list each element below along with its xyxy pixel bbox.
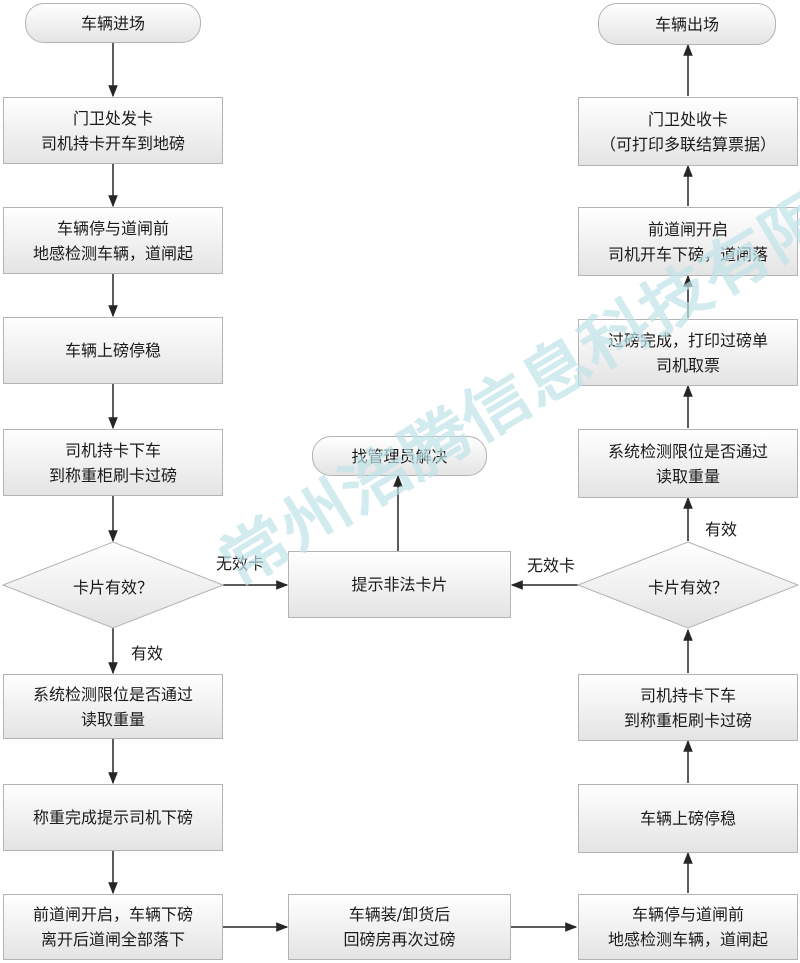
- check-line-1: 系统检测限位是否通过: [32, 684, 193, 704]
- issue-card-step: 门卫处发卡 司机持卡开车到地磅: [3, 97, 223, 164]
- label-invalid-right: 无效卡: [527, 556, 576, 575]
- issue-card-line-1: 门卫处发卡: [72, 108, 153, 128]
- label-invalid-left: 无效卡: [216, 554, 265, 573]
- weigh-done-2-step: 过磅完成，打印过磅单 司机取票: [578, 319, 798, 386]
- swipe-card-2-step: 司机持卡下车 到称重柜刷卡过磅: [578, 674, 798, 741]
- start-node: 车辆进场: [25, 3, 201, 43]
- decision-diamond-right: [576, 541, 800, 629]
- gate-open-2-step: 前道闸开启 司机开车下磅，道闸落: [578, 207, 798, 276]
- swipe-card-step: 司机持卡下车 到称重柜刷卡过磅: [3, 429, 223, 496]
- collect-line-1: 门卫处收卡: [647, 109, 728, 129]
- load-line-2: 回磅房再次过磅: [343, 930, 456, 949]
- decision-diamond-left: [1, 541, 225, 629]
- collect-card-step: 门卫处收卡 （可打印多联结算票据）: [578, 97, 798, 166]
- weigh-done-label: 称重完成提示司机下磅: [32, 808, 193, 827]
- load-step: 车辆装/卸货后 回磅房再次过磅: [288, 894, 511, 960]
- illegal-card-step: 提示非法卡片: [288, 551, 511, 618]
- stop-gate-2-step: 车辆停与道闸前 地感检测车辆，道闸起: [578, 894, 798, 960]
- weigh-done-step: 称重完成提示司机下磅: [3, 784, 223, 851]
- start-label: 车辆进场: [80, 13, 145, 33]
- check-limit-step: 系统检测限位是否通过 读取重量: [3, 674, 223, 739]
- end-node: 车辆出场: [598, 3, 776, 45]
- end-label: 车辆出场: [654, 14, 719, 34]
- stop-gate-in-line-2: 地感检测车辆，道闸起: [32, 243, 193, 263]
- stop-gate-2-line-1: 车辆停与道闸前: [631, 905, 744, 924]
- gate-open-2-line-2: 司机开车下磅，道闸落: [607, 244, 768, 264]
- check-line-2: 读取重量: [80, 709, 145, 729]
- decision-left-label: 卡片有效？: [72, 578, 153, 597]
- admin-node: 找管理员解决: [312, 436, 487, 476]
- label-valid-left: 有效: [131, 644, 164, 663]
- admin-label: 找管理员解决: [351, 446, 448, 466]
- label-valid-right: 有效: [705, 520, 738, 539]
- check-limit-2-step: 系统检测限位是否通过 读取重量: [578, 429, 798, 498]
- collect-line-2: （可打印多联结算票据）: [599, 134, 776, 154]
- check-2-line-2: 读取重量: [655, 466, 720, 486]
- illegal-card-label: 提示非法卡片: [351, 575, 448, 594]
- stop-gate-in-line-1: 车辆停与道闸前: [56, 218, 169, 238]
- swipe-line-1: 司机持卡下车: [64, 440, 161, 460]
- swipe-2-line-1: 司机持卡下车: [639, 685, 736, 705]
- gate-open-line-1: 前道闸开启，车辆下磅: [32, 905, 193, 924]
- on-scale-2-step: 车辆上磅停稳: [578, 784, 798, 853]
- stop-gate-2-line-2: 地感检测车辆，道闸起: [607, 930, 768, 949]
- swipe-line-2: 到称重柜刷卡过磅: [48, 465, 177, 485]
- stop-gate-in-step: 车辆停与道闸前 地感检测车辆，道闸起: [3, 207, 223, 274]
- swipe-2-line-2: 到称重柜刷卡过磅: [623, 710, 752, 730]
- weigh-done-2-line-1: 过磅完成，打印过磅单: [607, 330, 768, 350]
- issue-card-line-2: 司机持卡开车到地磅: [40, 133, 185, 153]
- on-scale-step: 车辆上磅停稳: [3, 317, 223, 384]
- gate-open-line-2: 离开后道闸全部落下: [40, 930, 185, 949]
- gate-open-step: 前道闸开启，车辆下磅 离开后道闸全部落下: [3, 894, 223, 960]
- decision-right-label: 卡片有效？: [647, 578, 728, 597]
- weigh-done-2-line-2: 司机取票: [655, 355, 720, 375]
- load-line-1: 车辆装/卸货后: [348, 905, 451, 924]
- on-scale-2-label: 车辆上磅停稳: [639, 809, 736, 828]
- check-2-line-1: 系统检测限位是否通过: [607, 441, 768, 461]
- on-scale-label: 车辆上磅停稳: [64, 341, 161, 360]
- gate-open-2-line-1: 前道闸开启: [647, 219, 728, 239]
